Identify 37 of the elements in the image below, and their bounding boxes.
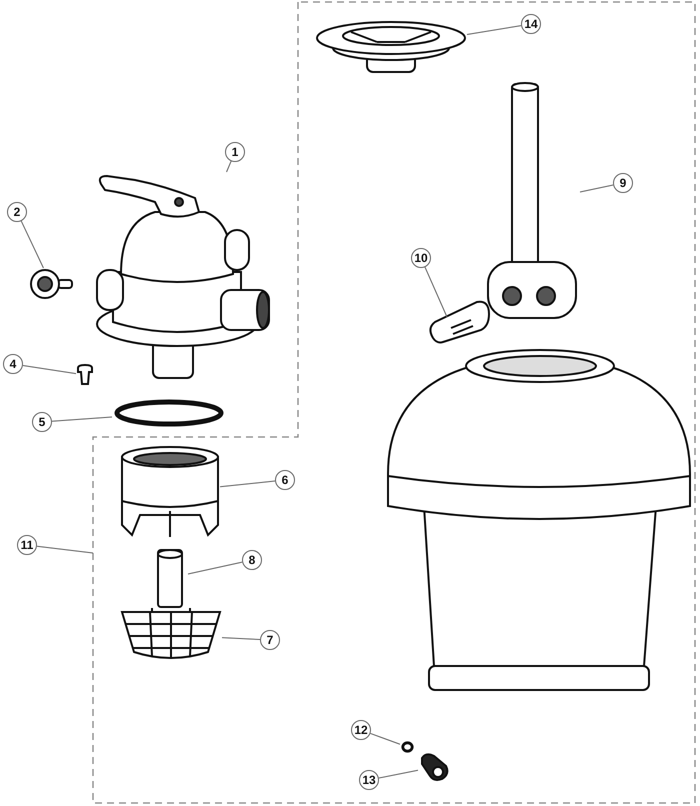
leader-line (220, 480, 276, 488)
leader-line (51, 416, 112, 422)
leader-line (226, 160, 232, 172)
callout-number: 1 (225, 142, 245, 162)
leader-line (222, 637, 261, 640)
leader-line (370, 732, 400, 745)
callout-number: 8 (242, 550, 262, 570)
callout-number: 5 (32, 412, 52, 432)
standpipe-manifold-drawing (484, 82, 580, 322)
leader-line (20, 220, 44, 268)
leader-line (378, 770, 418, 779)
callout-number: 4 (3, 354, 23, 374)
callout-number: 14 (521, 14, 541, 34)
callout-number: 12 (351, 720, 371, 740)
callout-number: 6 (275, 470, 295, 490)
leader-line (22, 365, 76, 374)
diffuser-drawing (120, 445, 220, 539)
leader-line (188, 562, 243, 575)
callout-number: 9 (613, 173, 633, 193)
leader-line (36, 546, 94, 554)
leader-line (580, 184, 614, 192)
callout-number: 2 (7, 202, 27, 222)
callout-number: 11 (17, 535, 37, 555)
top-cover-drawing (315, 18, 467, 76)
leader-line (424, 266, 448, 318)
callout-number: 13 (359, 770, 379, 790)
lateral-drawing (427, 298, 491, 344)
callout-number: 10 (411, 248, 431, 268)
callout-number: 7 (260, 630, 280, 650)
gauge-drawing (28, 268, 74, 300)
basket-drawing (120, 608, 222, 662)
o-ring-drawing (400, 740, 415, 754)
plug-drawing (76, 364, 94, 386)
o-ring-drawing (112, 397, 226, 429)
leader-line (466, 25, 522, 36)
valve-drawing (95, 172, 270, 380)
drain-plug-drawing (418, 752, 450, 782)
